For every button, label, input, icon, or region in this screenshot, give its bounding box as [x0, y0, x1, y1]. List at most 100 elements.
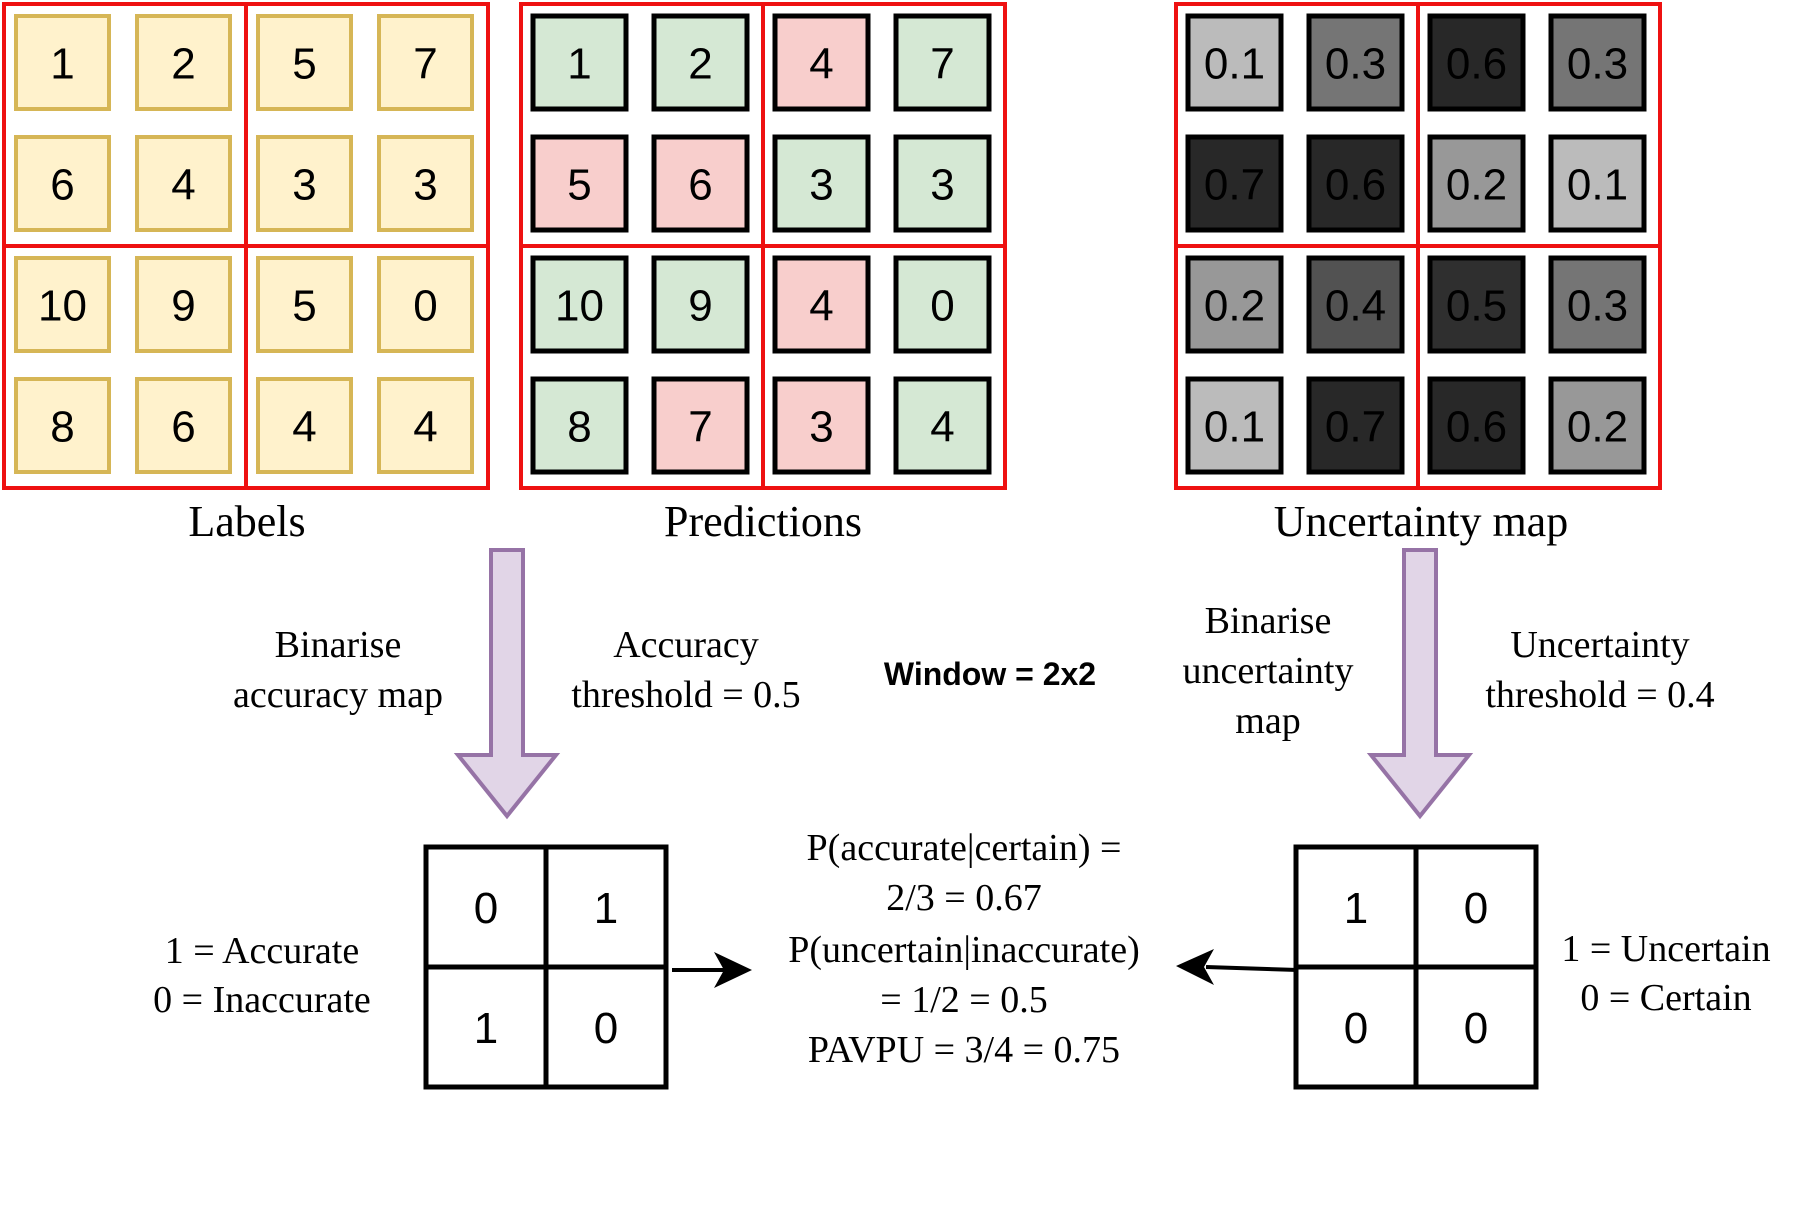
- uncertainty-window-border: [1416, 244, 1662, 490]
- uncertainty-cell-value: 0.2: [1567, 403, 1628, 452]
- labels-cell-value: 8: [50, 403, 74, 452]
- predictions-cell: [530, 13, 629, 112]
- uncertainty-cell: [1306, 255, 1405, 354]
- predictions-cell: [530, 376, 629, 475]
- predictions-cell: [893, 255, 992, 354]
- result-pavpu: PAVPU = 3/4 = 0.75: [808, 1029, 1120, 1071]
- labels-cell: [377, 14, 474, 111]
- predictions-cell-value: 9: [688, 282, 712, 331]
- uncertainty-cell: [1548, 376, 1647, 475]
- uncertainty-cell-value: 0.3: [1567, 40, 1628, 89]
- binarise-accuracy-arrow: [453, 548, 561, 820]
- uncertainty-binary-cell-value: 0: [1344, 1004, 1368, 1053]
- predictions-cell: [772, 13, 871, 112]
- uncertainty-cell-value: 0.7: [1325, 403, 1386, 452]
- predictions-cell-value: 3: [930, 161, 954, 210]
- labels-cell-value: 4: [171, 161, 195, 210]
- uncertainty-cell: [1427, 134, 1526, 233]
- uncertainty-cell: [1306, 134, 1405, 233]
- predictions-cell: [772, 255, 871, 354]
- uncertainty-cell: [1427, 13, 1526, 112]
- result-p-uncertain-inaccurate: P(uncertain|inaccurate): [788, 929, 1140, 971]
- predictions-cell-value: 6: [688, 161, 712, 210]
- predictions-cell: [893, 13, 992, 112]
- uncertainty-cell: [1548, 13, 1647, 112]
- labels-cell-value: 5: [292, 40, 316, 89]
- uncertainty-cell: [1306, 376, 1405, 475]
- labels-cell: [256, 135, 353, 232]
- labels-cell-value: 9: [171, 282, 195, 331]
- binarise-uncertainty-arrow: [1366, 548, 1474, 820]
- accuracy-binary-cell-value: 0: [594, 1004, 618, 1053]
- predictions-cell-value: 3: [809, 403, 833, 452]
- labels-cell: [256, 14, 353, 111]
- accuracy-threshold-label-1: Accuracy: [613, 624, 759, 666]
- predictions-cell: [651, 134, 750, 233]
- predictions-caption: Predictions: [664, 497, 862, 546]
- labels-cell-value: 10: [38, 282, 87, 331]
- labels-cell-value: 6: [50, 161, 74, 210]
- labels-cell: [377, 377, 474, 474]
- uncertainty-binary-cell: [1293, 964, 1419, 1090]
- predictions-cell-value: 1: [567, 40, 591, 89]
- uncertainty-cell-value: 0.2: [1446, 161, 1507, 210]
- accuracy-legend-1: 1 = Accurate: [165, 930, 359, 972]
- predictions-cell-value: 0: [930, 282, 954, 331]
- uncertainty-cell-value: 0.7: [1204, 161, 1265, 210]
- uncertainty-cell-value: 0.5: [1446, 282, 1507, 331]
- uncertainty-cell-value: 0.2: [1204, 282, 1265, 331]
- predictions-cell: [530, 134, 629, 233]
- labels-caption: Labels: [188, 497, 305, 546]
- predictions-cell-value: 4: [809, 40, 833, 89]
- uncertainty-cell: [1306, 13, 1405, 112]
- binarise-uncertainty-label-1: Binarise: [1205, 600, 1332, 642]
- uncertainty-cell-value: 0.6: [1446, 40, 1507, 89]
- uncertainty-binary-cell-value: 0: [1464, 1004, 1488, 1053]
- result-p-accurate-certain: P(accurate|certain) =: [807, 827, 1122, 869]
- accuracy-threshold-label-2: threshold = 0.5: [571, 674, 800, 716]
- labels-cell-value: 1: [50, 40, 74, 89]
- uncertainty-cell-value: 0.1: [1567, 161, 1628, 210]
- binarise-uncertainty-label-2: uncertainty: [1183, 650, 1354, 692]
- uncertainty-cell: [1427, 376, 1526, 475]
- uncertainty-legend-1: 1 = Uncertain: [1561, 928, 1770, 970]
- uncertainty-threshold-label-1: Uncertainty: [1510, 624, 1689, 666]
- uncertainty-cell-value: 0.6: [1446, 403, 1507, 452]
- labels-cell: [256, 377, 353, 474]
- uncertainty-cell: [1548, 134, 1647, 233]
- predictions-cell-value: 10: [555, 282, 604, 331]
- labels-cell-value: 0: [413, 282, 437, 331]
- predictions-cell-value: 7: [688, 403, 712, 452]
- predictions-cell-value: 3: [809, 161, 833, 210]
- predictions-cell-value: 7: [930, 40, 954, 89]
- labels-cell-value: 4: [292, 403, 316, 452]
- predictions-cell: [893, 134, 992, 233]
- uncertainty-binary-cell-value: 1: [1344, 884, 1368, 933]
- binarise-uncertainty-label-3: map: [1235, 700, 1300, 742]
- labels-cell-value: 5: [292, 282, 316, 331]
- accuracy-to-results-arrowhead: [714, 952, 752, 988]
- uncertainty-to-results-line: [1205, 965, 1299, 972]
- labels-cell: [135, 14, 232, 111]
- uncertainty-cell: [1185, 134, 1284, 233]
- labels-cell: [377, 135, 474, 232]
- result-p-uncertain-inaccurate-value: = 1/2 = 0.5: [880, 979, 1047, 1021]
- uncertainty-cell-value: 0.4: [1325, 282, 1386, 331]
- accuracy-binary-cell-value: 1: [474, 1004, 498, 1053]
- uncertainty-to-results-arrowhead: [1176, 949, 1214, 985]
- predictions-cell-value: 2: [688, 40, 712, 89]
- predictions-cell: [772, 134, 871, 233]
- uncertainty-binary-cell: [1293, 844, 1419, 970]
- labels-cell: [377, 256, 474, 353]
- uncertainty-cell-value: 0.1: [1204, 40, 1265, 89]
- uncertainty-cell: [1185, 255, 1284, 354]
- uncertainty-binary-cell: [1413, 964, 1539, 1090]
- binarise-accuracy-label-1: Binarise: [275, 624, 402, 666]
- accuracy-binary-cell-value: 0: [474, 884, 498, 933]
- predictions-cell-value: 8: [567, 403, 591, 452]
- uncertainty-threshold-label-2: threshold = 0.4: [1485, 674, 1714, 716]
- labels-cell-value: 6: [171, 403, 195, 452]
- uncertainty-cell: [1427, 255, 1526, 354]
